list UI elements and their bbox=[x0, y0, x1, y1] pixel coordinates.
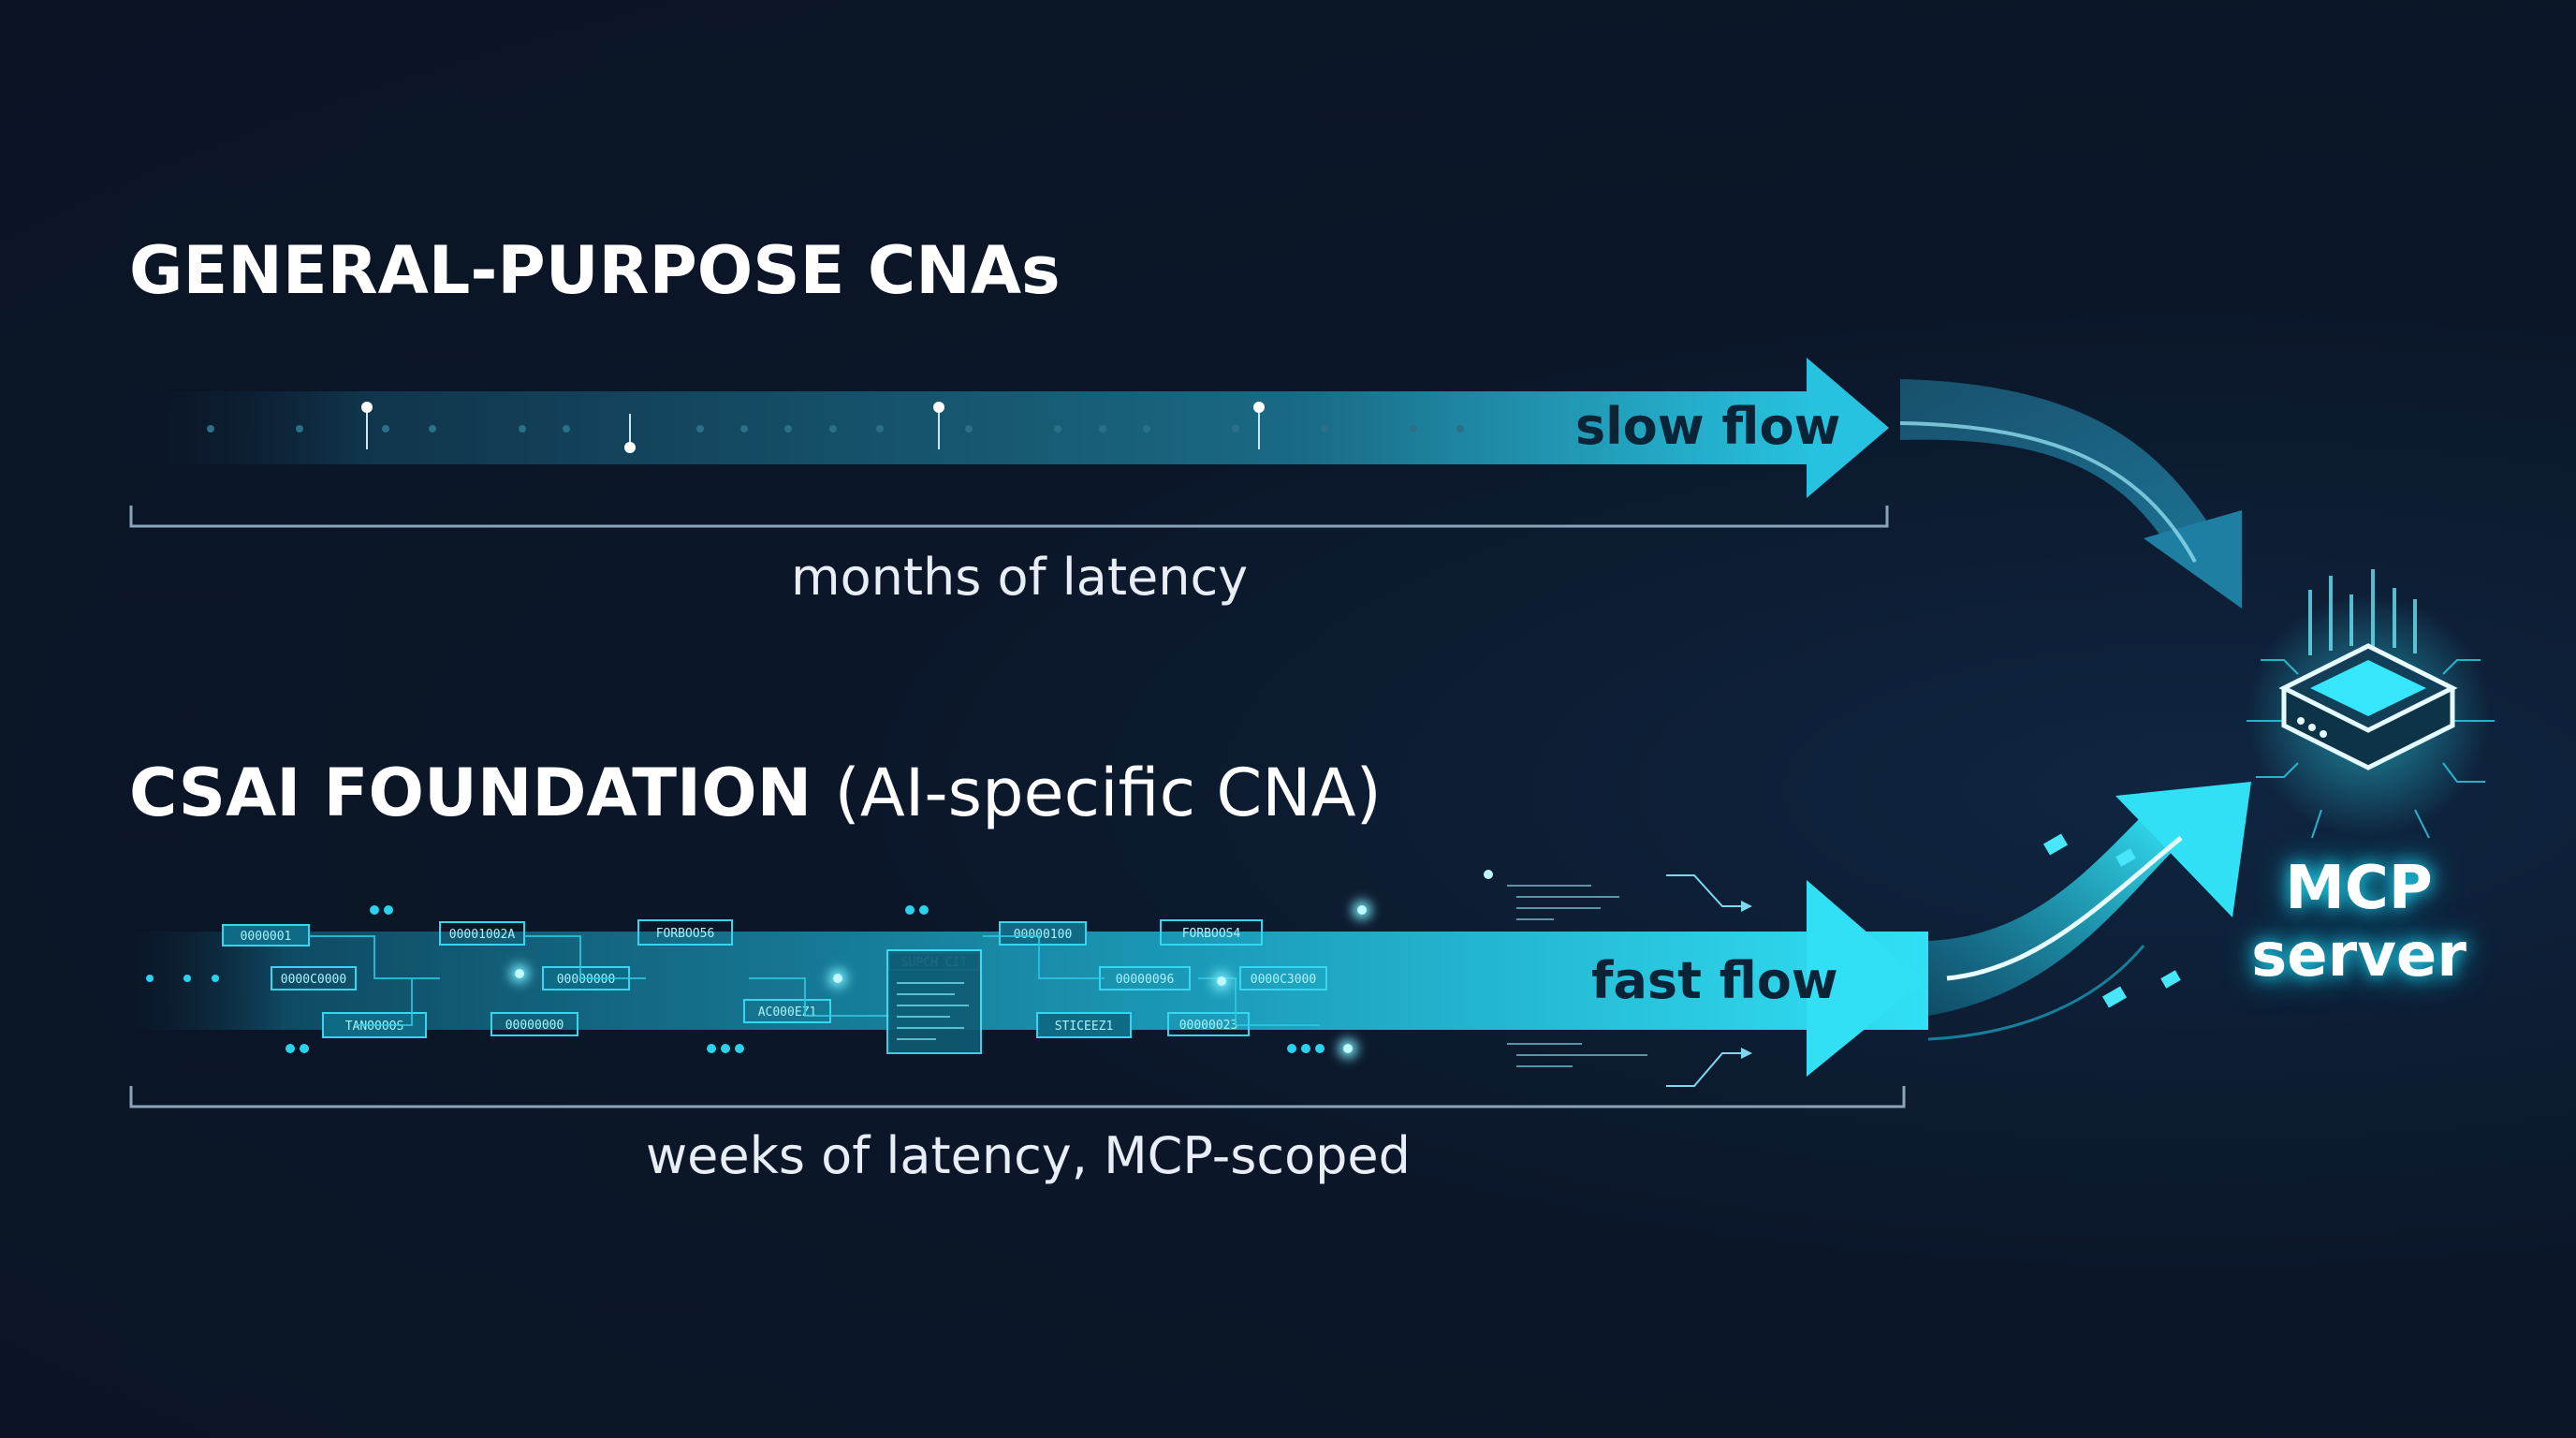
code-chip-text: 00000100 bbox=[1014, 928, 1073, 942]
code-chip-text: STICEEZ1 bbox=[1055, 1020, 1114, 1034]
code-chip-text: 00000000 bbox=[557, 973, 616, 987]
code-chip-text: 00001002A bbox=[449, 928, 516, 942]
csai-heading: CSAI FOUNDATION (AI-specific CNA) bbox=[129, 755, 1382, 831]
slow-flow-arrow bbox=[103, 358, 1889, 498]
code-chip-text: 0000001 bbox=[241, 930, 292, 944]
code-chip bbox=[439, 921, 525, 946]
slow-flow-curve bbox=[1899, 379, 2242, 609]
code-chip bbox=[999, 921, 1087, 946]
slow-flow-label: slow flow bbox=[1575, 397, 1841, 456]
code-chip-text: TANOOOOS bbox=[345, 1020, 404, 1034]
code-chip bbox=[490, 1012, 578, 1036]
csai-heading-light: (AI-specific CNA) bbox=[834, 755, 1382, 831]
fast-latency-bracket bbox=[129, 1086, 1906, 1108]
code-chip-text: FORBOOS4 bbox=[1182, 927, 1241, 941]
code-chip bbox=[1239, 966, 1327, 990]
csai-heading-bold: CSAI FOUNDATION bbox=[129, 755, 812, 831]
code-chip-text: 00000023 bbox=[1179, 1019, 1238, 1033]
server-icon bbox=[2247, 569, 2495, 839]
fast-flow-curve bbox=[1927, 782, 2251, 1041]
code-chip-text: 00000000 bbox=[505, 1019, 564, 1033]
code-chip bbox=[1160, 919, 1263, 946]
mcp-server-label: MCP server bbox=[2247, 855, 2471, 990]
code-chip bbox=[271, 966, 357, 990]
code-chip-text: FORBOO56 bbox=[656, 927, 715, 941]
code-chip bbox=[743, 999, 831, 1023]
mcp-label-line2: server bbox=[2251, 921, 2466, 990]
code-chip-text: 0000C3000 bbox=[1251, 973, 1316, 987]
slow-latency-bracket bbox=[129, 506, 1889, 528]
code-chip bbox=[637, 919, 733, 946]
code-chip-text: 0000C0000 bbox=[281, 973, 346, 987]
code-chip-text: 00000096 bbox=[1116, 973, 1175, 987]
fast-flow-label: fast flow bbox=[1591, 951, 1838, 1010]
weeks-latency-caption: weeks of latency, MCP-scoped bbox=[646, 1126, 1411, 1185]
general-purpose-heading: GENERAL-PURPOSE CNAs bbox=[129, 232, 1061, 309]
code-chip-text: AC000EZ1 bbox=[758, 1005, 817, 1020]
code-chip bbox=[1036, 1012, 1132, 1038]
fast-flow-arrow: 0000001 00001002A FORBOO56 00000100 FORBOOS4… bbox=[103, 870, 1928, 1087]
months-latency-caption: months of latency bbox=[791, 548, 1249, 607]
mcp-label-line1: MCP bbox=[2285, 854, 2433, 923]
